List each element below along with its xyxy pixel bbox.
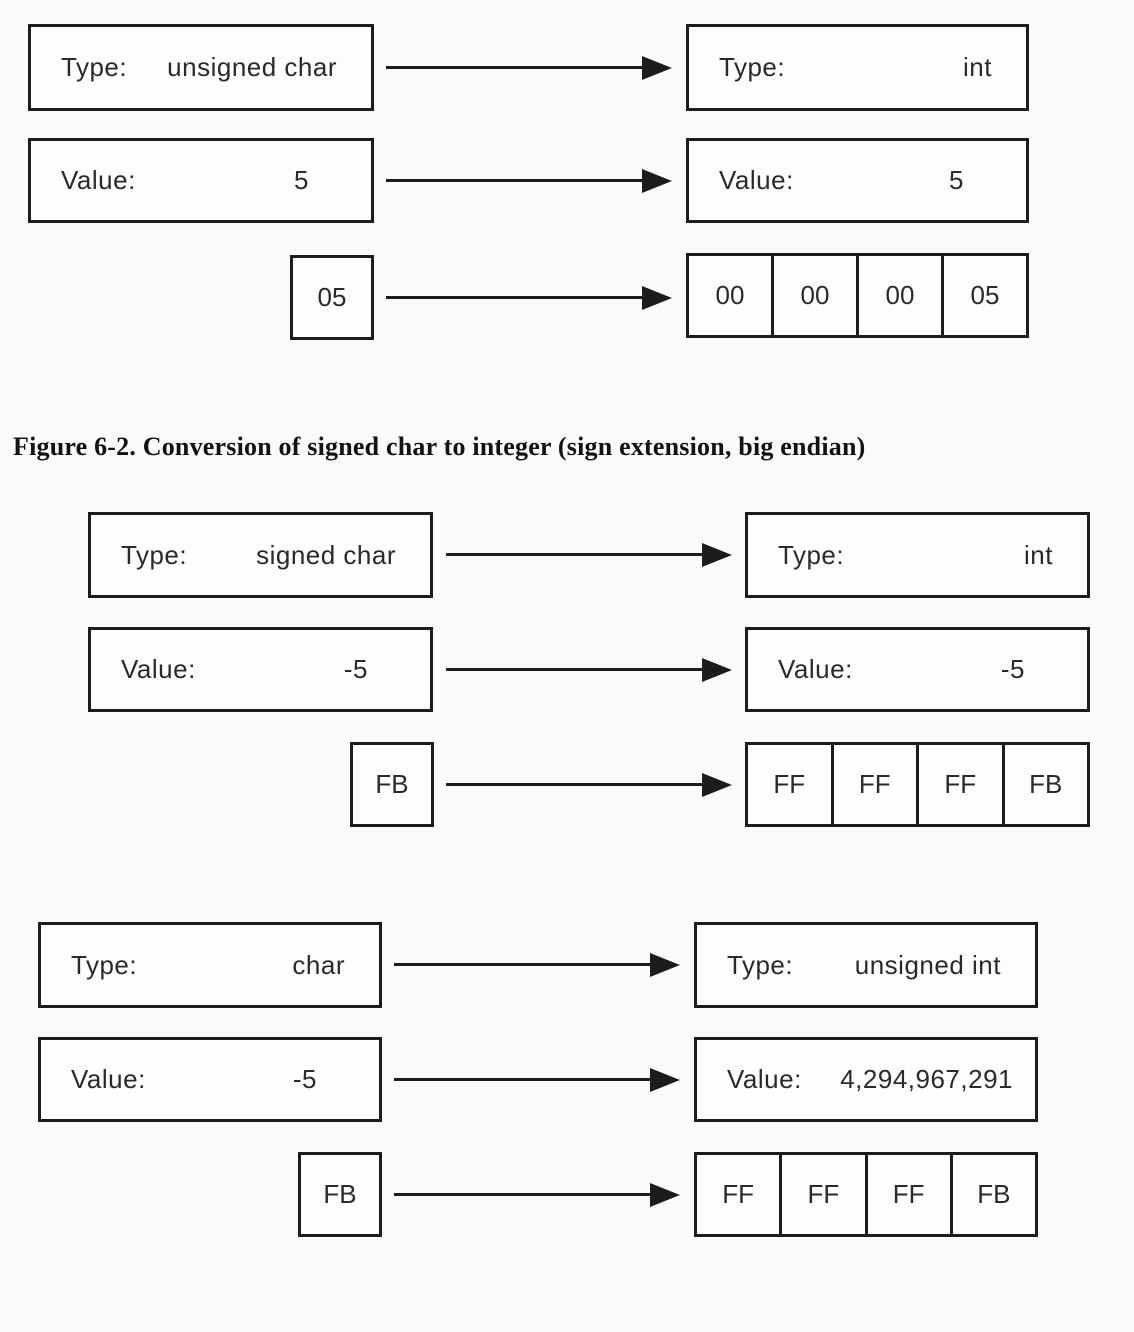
- type-label: Type:: [778, 539, 845, 570]
- value-value: -5: [343, 654, 368, 684]
- source-byte-value: 05: [317, 282, 347, 312]
- type-value: int: [1024, 539, 1053, 570]
- type-label: Type:: [719, 52, 786, 82]
- type-value: int: [963, 52, 992, 82]
- value-value: 4,294,967,291: [840, 1064, 1013, 1094]
- source-byte-box: 05: [290, 255, 374, 340]
- byte-cell: FF: [748, 745, 834, 824]
- value-label: Value:: [778, 654, 853, 684]
- value-label: Value:: [71, 1064, 146, 1094]
- target-bytes-row: FF FF FF FB: [745, 742, 1090, 827]
- byte-cell: FF: [782, 1155, 868, 1234]
- arrow: [394, 963, 650, 966]
- value-label: Value:: [719, 165, 794, 195]
- arrow: [446, 668, 702, 671]
- source-type-box: Type: char: [38, 922, 382, 1008]
- byte-cell: 05: [970, 280, 1000, 310]
- type-value: unsigned int: [854, 949, 1001, 980]
- source-type-box: Type: signed char: [88, 512, 433, 598]
- source-byte-box: FB: [298, 1152, 382, 1237]
- target-type-box: Type: int: [745, 512, 1090, 598]
- type-label: Type:: [71, 949, 138, 980]
- source-value-box: Value: -5: [88, 627, 433, 712]
- byte-cell: 00: [689, 256, 774, 335]
- byte-cell: FB: [1029, 769, 1063, 799]
- source-byte-value: FB: [323, 1179, 357, 1209]
- target-value-box: Value: 5: [686, 138, 1029, 223]
- target-type-box: Type: unsigned int: [694, 922, 1038, 1008]
- value-value: 5: [294, 165, 309, 195]
- value-value: -5: [292, 1064, 317, 1094]
- value-value: -5: [1000, 654, 1025, 684]
- value-label: Value:: [121, 654, 196, 684]
- byte-cell: FF: [697, 1155, 783, 1234]
- source-value-box: Value: 5: [28, 138, 374, 223]
- byte-cell: FF: [868, 1155, 953, 1234]
- byte-cell: FF: [834, 745, 919, 824]
- byte-cell: 00: [859, 256, 944, 335]
- type-label: Type:: [727, 949, 794, 980]
- value-label: Value:: [61, 165, 136, 195]
- figure-caption: Figure 6-2. Conversion of signed char to…: [13, 432, 866, 461]
- type-label: Type:: [121, 539, 188, 570]
- target-type-box: Type: int: [686, 24, 1029, 111]
- arrow: [386, 296, 642, 299]
- arrow: [386, 66, 642, 69]
- arrow: [394, 1193, 650, 1196]
- value-value: 5: [949, 165, 964, 195]
- arrow: [394, 1078, 650, 1081]
- source-type-box: Type: unsigned char: [28, 24, 374, 111]
- byte-cell: FF: [919, 745, 1005, 824]
- target-bytes-row: FF FF FF FB: [694, 1152, 1038, 1237]
- type-label: Type:: [61, 52, 128, 82]
- source-byte-value: FB: [375, 769, 409, 799]
- byte-cell: 00: [774, 256, 859, 335]
- type-value: signed char: [256, 539, 396, 570]
- type-value: char: [292, 949, 345, 980]
- type-value: unsigned char: [167, 52, 337, 82]
- source-byte-box: FB: [350, 742, 434, 827]
- byte-cell: FB: [977, 1179, 1011, 1209]
- value-label: Value:: [727, 1064, 802, 1094]
- target-bytes-row: 00 00 00 05: [686, 253, 1029, 338]
- source-value-box: Value: -5: [38, 1037, 382, 1122]
- arrow: [446, 553, 702, 556]
- target-value-box: Value: 4,294,967,291: [694, 1037, 1038, 1122]
- arrow: [386, 179, 642, 182]
- arrow: [446, 783, 702, 786]
- target-value-box: Value: -5: [745, 627, 1090, 712]
